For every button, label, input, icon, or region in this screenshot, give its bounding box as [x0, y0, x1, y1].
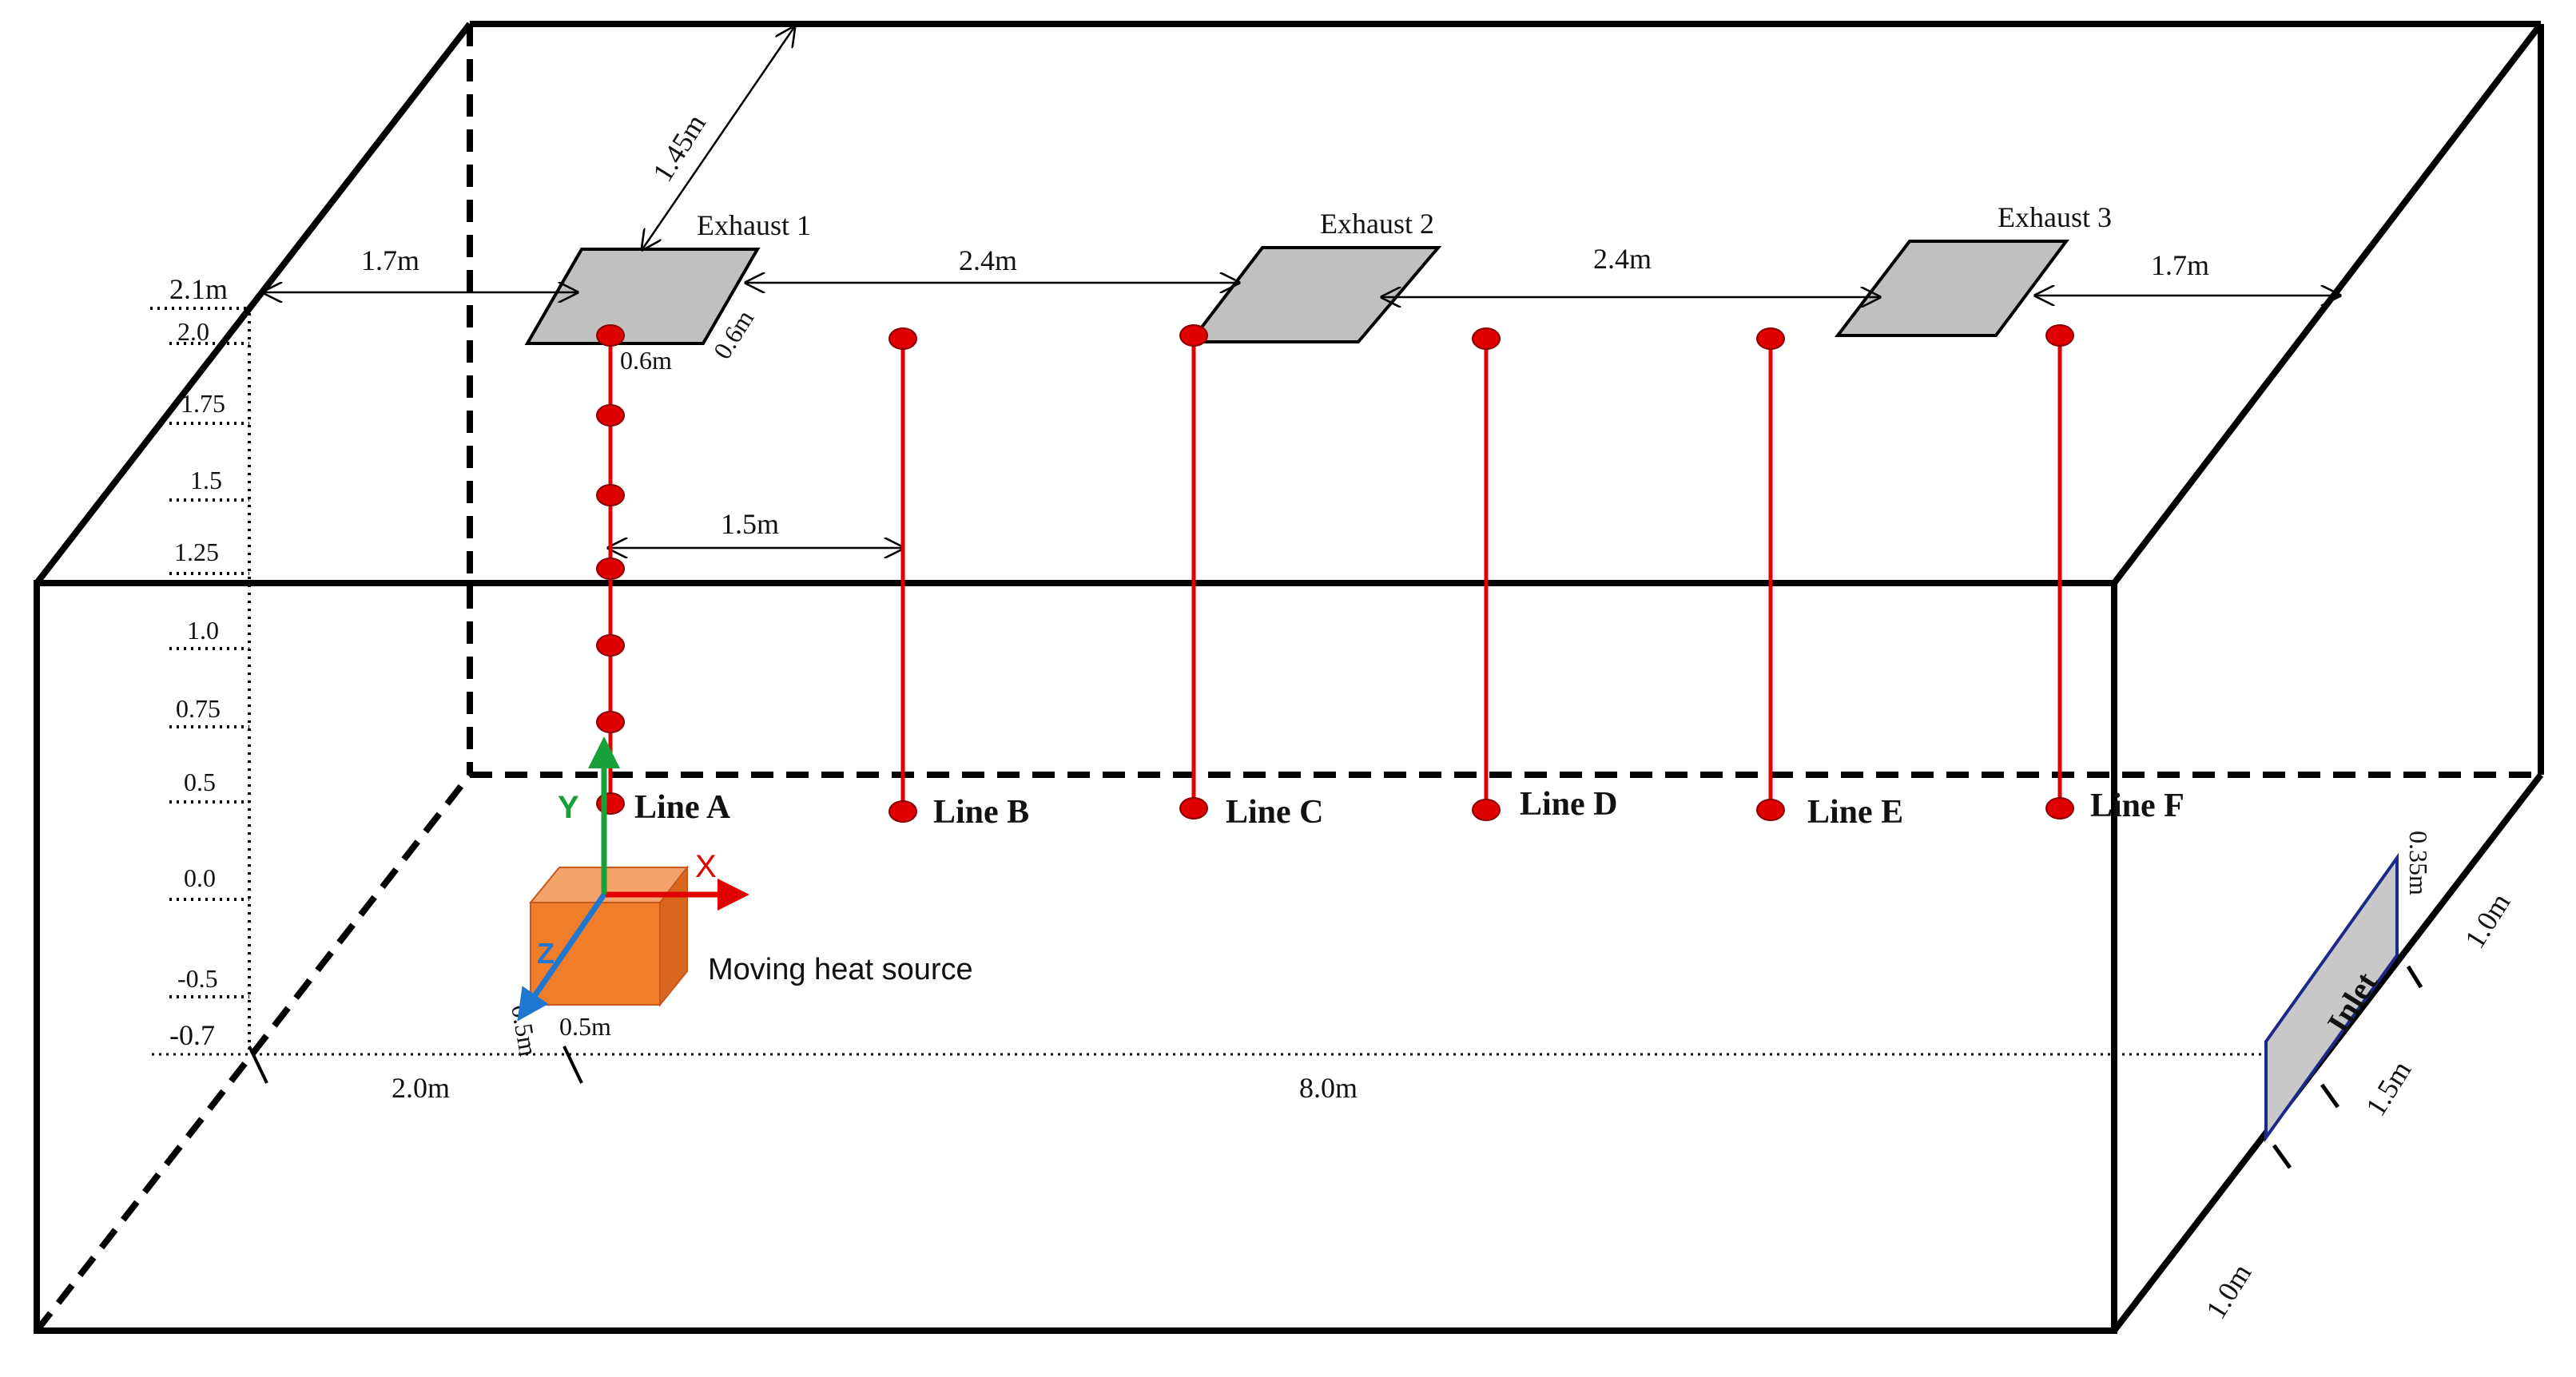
height-scale: 2.1m 2.0 1.75 1.5 1.25 1.0 0.75 0.5 0.0 … [150, 273, 251, 1051]
floor-length-label: 8.0m [1299, 1072, 1358, 1104]
inlet-tick-bottom [2272, 1144, 2292, 1169]
line-label: Line B [933, 794, 1029, 831]
y-axis-label: Y [558, 790, 579, 825]
exhaust-vent [1187, 246, 1442, 343]
height-tick-label: 1.75 [181, 389, 225, 418]
measurement-point [1472, 327, 1501, 350]
floor-dimensions: 2.0m 8.0m [152, 1046, 2293, 1104]
floor-tick-mid [563, 1046, 583, 1084]
height-tick-label: 1.5 [190, 466, 222, 494]
exhaust-label: Exhaust 2 [1320, 208, 1434, 240]
inlet-tick-mid [2320, 1083, 2340, 1109]
exhaust-label: Exhaust 3 [1998, 201, 2112, 233]
measurement-point [596, 558, 625, 580]
measurement-line-a: Line A [596, 324, 731, 826]
x-axis-label: X [695, 849, 717, 884]
line-label: Line F [2090, 788, 2184, 824]
exhaust-3: Exhaust 3 [1834, 201, 2112, 337]
measurement-point [888, 327, 917, 350]
measurement-point [2045, 324, 2074, 347]
measurement-point [596, 324, 625, 347]
spacing-2-3-label: 2.4m [1593, 243, 1652, 275]
height-tick-label: 0.75 [176, 694, 221, 723]
depth-dimension-label: 1.45m [646, 109, 712, 187]
heat-source-front-face [530, 902, 661, 1006]
measurement-point [1179, 324, 1208, 347]
inlet-top-offset-label: 1.0m [2459, 887, 2517, 954]
floor-left-label: 2.0m [392, 1072, 450, 1104]
measurement-point [1756, 327, 1785, 350]
exhaust-2: Exhaust 2 [1187, 208, 1442, 343]
inlet-bottom-offset-label: 1.0m [2200, 1258, 2258, 1324]
measurement-line-c: Line C [1179, 324, 1324, 831]
height-tick-label: 0.5 [184, 768, 216, 796]
inlet-height-label: 0.35m [2404, 831, 2433, 895]
height-tick-label: 1.25 [174, 538, 219, 566]
room-box [34, 21, 2544, 1334]
line-label: Line E [1807, 794, 1903, 831]
exhaust-1: Exhaust 1 [524, 209, 811, 345]
inlet-width-label: 1.5m [2359, 1055, 2418, 1121]
room-top-left-edge [34, 22, 473, 585]
source-width-label: 0.5m [559, 1012, 611, 1041]
height-tick-label: -0.7 [169, 1019, 215, 1051]
measurement-point [2045, 797, 2074, 819]
inlet-opening [2264, 852, 2399, 1143]
inlet-tick-top [2406, 965, 2423, 989]
measurement-point [1472, 799, 1501, 821]
coordinate-axes: X Y Z [517, 736, 749, 1022]
heat-source: Moving heat source 0.5m 0.5m [506, 865, 973, 1058]
measurement-point [596, 404, 625, 427]
measurement-line-b: Line B [888, 327, 1029, 831]
spacing-1-2-label: 2.4m [959, 244, 1017, 276]
exhaust-width-label: 0.6m [620, 346, 672, 375]
measurement-point [596, 792, 625, 815]
room-height-label: 2.1m [169, 273, 228, 305]
exhaust-vent [1834, 240, 2069, 337]
measurement-line-e: Line E [1756, 327, 1903, 831]
measurement-point [1179, 797, 1208, 819]
floor-tick-left [248, 1046, 268, 1084]
depth-dimension-arrow [642, 27, 794, 249]
heat-source-label: Moving heat source [708, 953, 973, 986]
right-gap-dimension-label: 1.7m [2151, 249, 2209, 281]
line-label: Line C [1226, 794, 1324, 831]
left-gap-dimension-label: 1.7m [361, 244, 419, 276]
line-spacing-label: 1.5m [721, 508, 779, 540]
height-tick-label: 1.0 [187, 616, 219, 645]
inlet: Inlet 0.35m 1.0m 1.5m 1.0m [2200, 831, 2517, 1324]
measurement-point [596, 634, 625, 657]
measurement-point [888, 800, 917, 823]
measurement-line-f: Line F [2045, 324, 2184, 824]
height-tick-label: 0.0 [184, 863, 216, 892]
z-axis-label: Z [537, 937, 555, 970]
measurement-line-d: Line D [1472, 327, 1618, 823]
height-tick-label: 2.0 [177, 317, 209, 346]
measurement-lines: Line A Line B Line C Line D Line E [596, 324, 2184, 831]
z-axis-arrow [517, 893, 606, 1022]
room-top-right-edge [2111, 22, 2544, 585]
measurement-point [596, 711, 625, 733]
line-label: Line A [634, 789, 731, 826]
height-tick-label: -0.5 [177, 964, 218, 993]
measurement-point [596, 484, 625, 506]
measurement-point [1756, 799, 1785, 821]
exhaust-label: Exhaust 1 [697, 209, 811, 241]
line-label: Line D [1520, 786, 1618, 823]
room-front-face [34, 580, 2117, 1334]
